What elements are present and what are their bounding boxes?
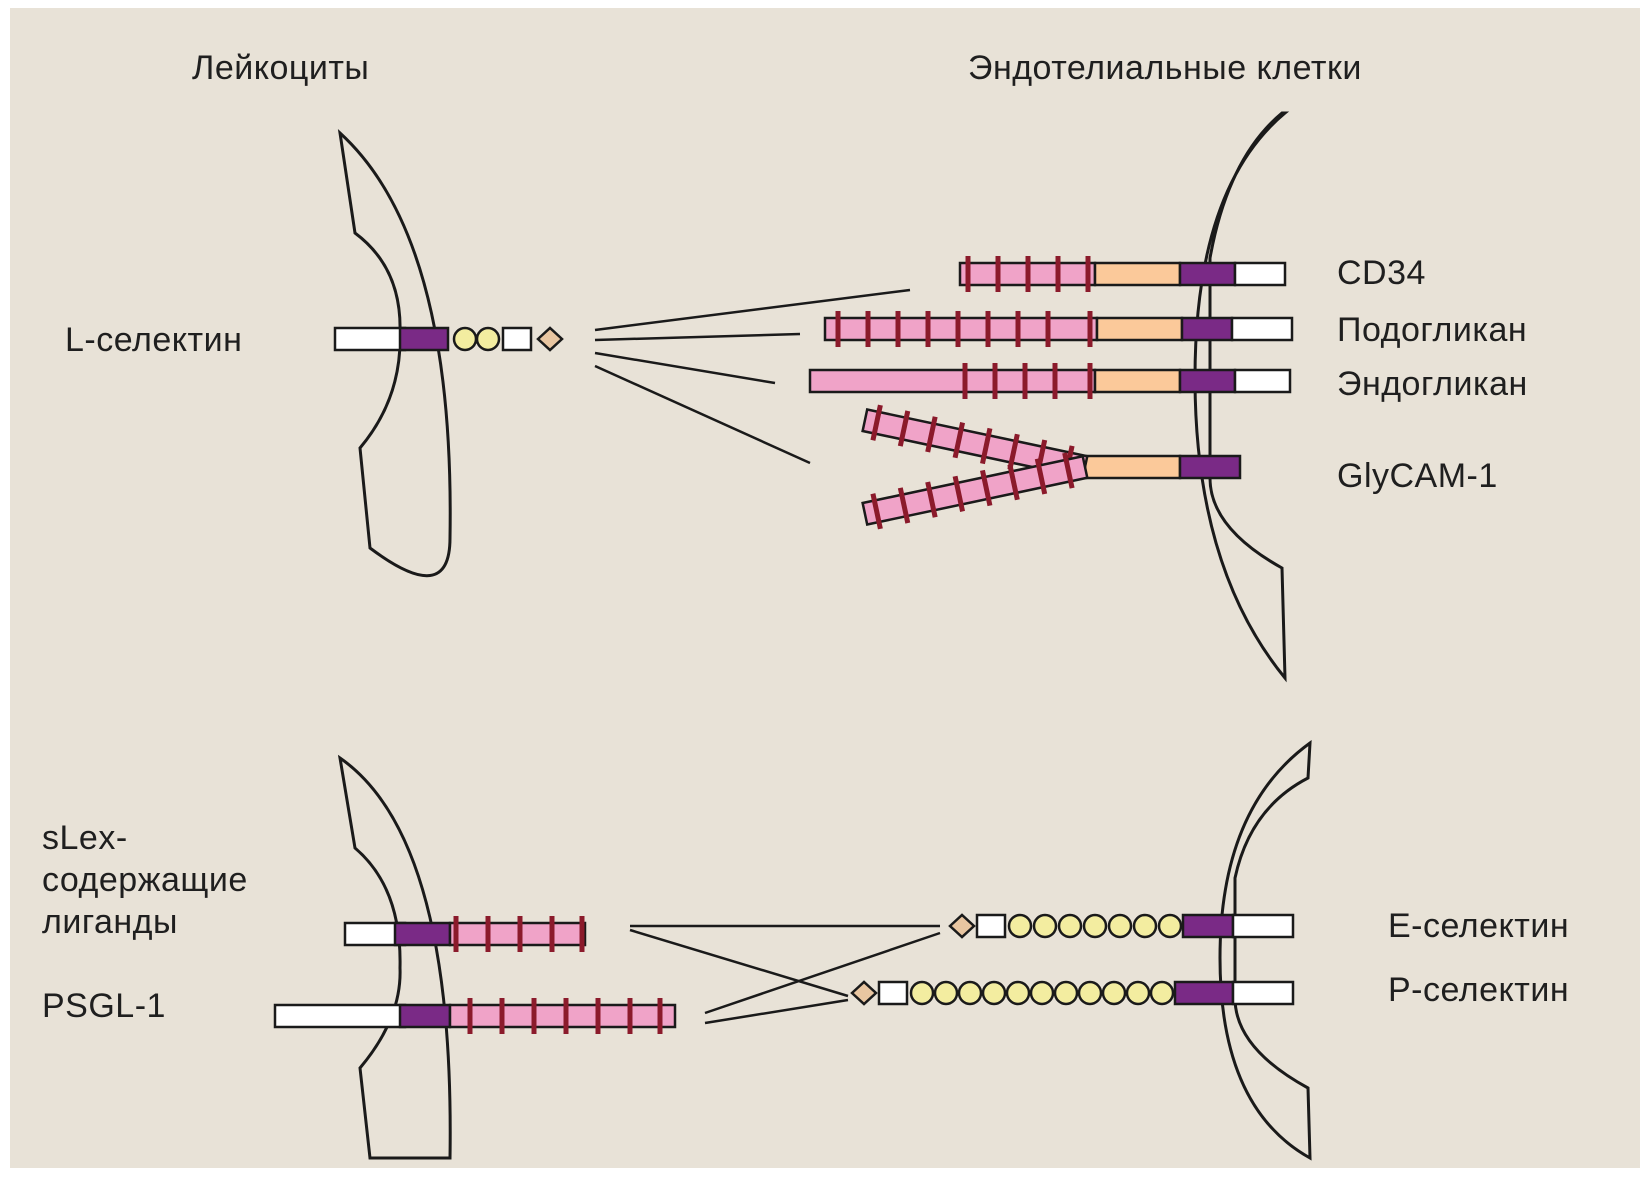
p-selectin-molecule <box>852 982 1293 1004</box>
label-glycam1: GlyCAM-1 <box>1337 456 1498 496</box>
slex-ligand-molecule <box>345 916 585 952</box>
figure-panel: Лейкоциты Эндотелиальные клетки L-селект… <box>10 8 1640 1168</box>
label-slex-line-1: sLex- <box>42 818 128 858</box>
label-cd34: CD34 <box>1337 253 1426 293</box>
endothelial-cell-top <box>1195 113 1285 678</box>
l-selectin-molecule <box>335 328 562 350</box>
label-slex-line-2: содержащие <box>42 860 248 900</box>
heading-endothelial-cells: Эндотелиальные клетки <box>968 48 1362 88</box>
e-selectin-molecule <box>950 915 1293 937</box>
leukocyte-cell-bottom <box>340 758 450 1158</box>
endoglycan-molecule <box>810 363 1290 399</box>
leukocyte-cell-top <box>340 133 450 576</box>
label-e-selectin: Е-селектин <box>1388 906 1569 946</box>
label-podoglycan: Подогликан <box>1337 310 1527 350</box>
glycam1-molecule <box>861 403 1240 532</box>
heading-leukocytes: Лейкоциты <box>192 48 369 88</box>
label-p-selectin: Р-селектин <box>1388 970 1569 1010</box>
label-slex-line-3: лиганды <box>42 902 178 942</box>
podoglycan-molecule <box>825 311 1292 347</box>
psgl1-molecule <box>275 998 675 1034</box>
label-psgl1: PSGL-1 <box>42 986 166 1026</box>
cd34-molecule <box>960 256 1285 292</box>
bottom-binding-lines <box>630 926 940 1023</box>
label-l-selectin: L-селектин <box>65 320 242 360</box>
label-endoglycan: Эндогликан <box>1337 364 1528 404</box>
endothelial-cell-bottom <box>1220 743 1310 1158</box>
